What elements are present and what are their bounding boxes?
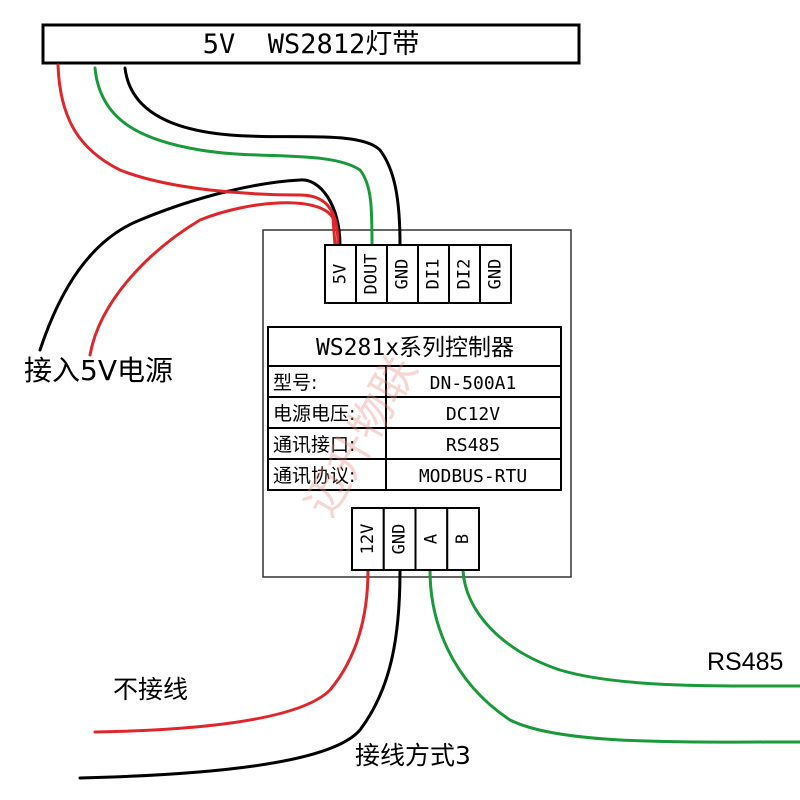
top-pin-cell xyxy=(355,244,388,304)
led-strip-bar xyxy=(41,23,581,65)
strip-green-wire xyxy=(93,66,374,247)
row-label-interface: 通讯接口: xyxy=(273,434,355,456)
power-black-wire xyxy=(38,178,342,352)
no-connect-label: 不接线 xyxy=(113,675,188,704)
bottom-pin-label-b: B xyxy=(453,534,473,544)
row-value-voltage: DC12V xyxy=(446,404,500,425)
strip-black-wire xyxy=(123,66,402,247)
top-pin-cell xyxy=(324,244,357,304)
row-value-model: DN-500A1 xyxy=(430,373,517,394)
top-pin-label-di2: DI2 xyxy=(455,259,475,290)
power-input-label: 接入5V电源 xyxy=(24,354,173,387)
top-pin-label-di1: DI1 xyxy=(424,259,444,290)
bottom-pin-label-12v: 12V xyxy=(358,524,378,555)
led-strip-label: 5V WS2812灯带 xyxy=(203,29,420,60)
bottom-pin-cell xyxy=(446,507,480,571)
row-label-protocol: 通讯协议: xyxy=(273,465,355,487)
a-green-wire xyxy=(428,568,800,744)
power-red-wire xyxy=(88,201,337,357)
row-value-interface: RS485 xyxy=(446,435,500,456)
controller-info-table: WS281x系列控制器 型号: DN-500A1 电源电压: DC12V 通讯接… xyxy=(267,326,562,491)
top-pin-label-gnd: GND xyxy=(486,259,506,290)
row-label-model: 型号: xyxy=(273,372,317,394)
bottom-pin-cell xyxy=(414,507,449,571)
top-pin-label-gnd: GND xyxy=(393,259,413,290)
row-value-protocol: MODBUS-RTU xyxy=(419,466,527,487)
b-green-wire xyxy=(461,568,800,688)
row-label-voltage: 电源电压: xyxy=(273,403,355,425)
bottom-pin-label-a: A xyxy=(421,534,441,544)
top-pin-cell xyxy=(417,244,450,304)
strip-red-wire xyxy=(56,63,340,247)
controller-title: WS281x系列控制器 xyxy=(316,335,514,361)
bottom-terminal-block: 12V GND A B xyxy=(351,507,480,571)
info-table-frame xyxy=(267,326,562,491)
gnd-black-wire xyxy=(78,568,402,780)
wiring-method-label: 接线方式3 xyxy=(355,741,471,770)
wires xyxy=(38,63,800,780)
top-pin-cell xyxy=(479,244,512,304)
bottom-pin-label-gnd: GND xyxy=(390,524,410,555)
top-pin-label-5v: 5V xyxy=(331,264,351,284)
top-pin-cell xyxy=(386,244,419,304)
rs485-label: RS485 xyxy=(707,648,783,676)
top-terminal-block: 5V DOUT GND DI1 DI2 GND xyxy=(324,244,512,304)
v12-red-wire xyxy=(93,568,370,734)
top-pin-label-dout: DOUT xyxy=(362,254,382,295)
